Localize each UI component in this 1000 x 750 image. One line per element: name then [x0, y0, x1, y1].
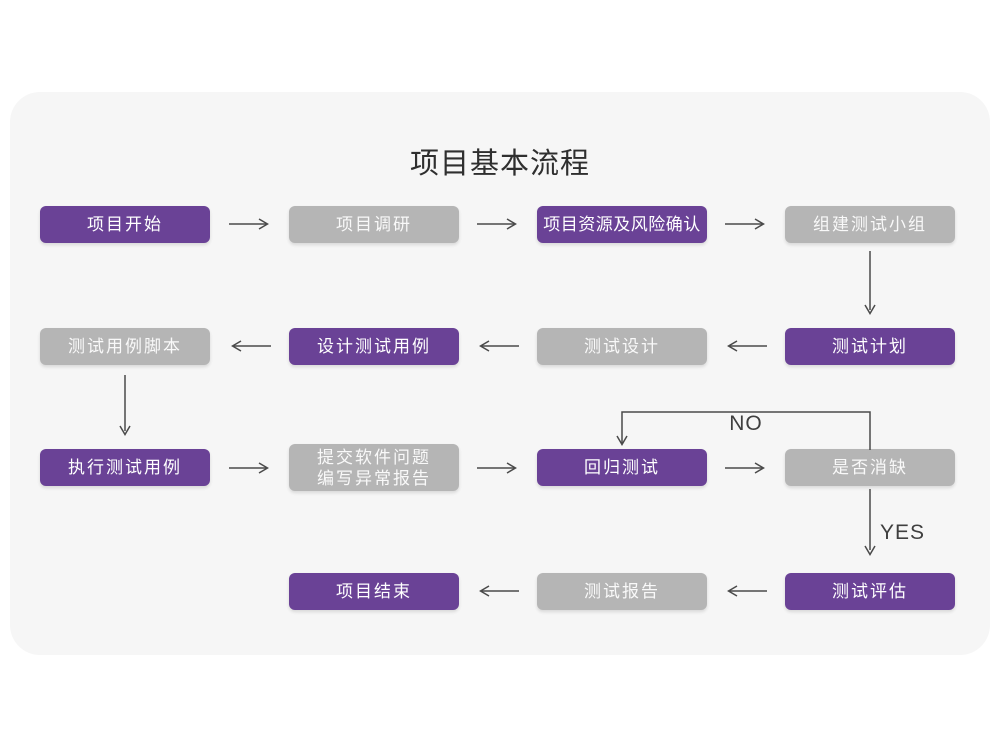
- node-design-test-cases: 设计测试用例: [289, 328, 459, 365]
- arrow-left-icon: [475, 585, 521, 597]
- arrow-left-icon: [723, 340, 769, 352]
- no-loop-connector: [616, 405, 876, 451]
- arrow-right-icon: [723, 218, 769, 230]
- node-resources-risk-confirm: 项目资源及风险确认: [537, 206, 707, 243]
- flowchart-card: [10, 92, 990, 655]
- node-submit-software-issues: 提交软件问题 编写异常报告: [289, 444, 459, 491]
- node-test-plan: 测试计划: [785, 328, 955, 365]
- node-project-research: 项目调研: [289, 206, 459, 243]
- node-build-test-team: 组建测试小组: [785, 206, 955, 243]
- arrow-left-icon: [723, 585, 769, 597]
- arrow-right-icon: [475, 462, 521, 474]
- node-test-report: 测试报告: [537, 573, 707, 610]
- arrow-down-icon: [119, 375, 131, 437]
- node-regression-test: 回归测试: [537, 449, 707, 486]
- node-defects-cleared: 是否消缺: [785, 449, 955, 486]
- arrow-right-icon: [723, 462, 769, 474]
- node-test-case-scripts: 测试用例脚本: [40, 328, 210, 365]
- node-project-start: 项目开始: [40, 206, 210, 243]
- edge-label-yes: YES: [880, 521, 926, 544]
- node-test-design: 测试设计: [537, 328, 707, 365]
- edge-label-no: NO: [729, 412, 763, 435]
- node-project-end: 项目结束: [289, 573, 459, 610]
- arrow-down-icon: [864, 489, 876, 557]
- node-test-evaluation: 测试评估: [785, 573, 955, 610]
- arrow-left-icon: [227, 340, 273, 352]
- arrow-right-icon: [475, 218, 521, 230]
- page-title: 项目基本流程: [409, 148, 590, 180]
- arrow-right-icon: [227, 218, 273, 230]
- arrow-left-icon: [475, 340, 521, 352]
- node-execute-test-cases: 执行测试用例: [40, 449, 210, 486]
- arrow-right-icon: [227, 462, 273, 474]
- arrow-down-icon: [864, 251, 876, 315]
